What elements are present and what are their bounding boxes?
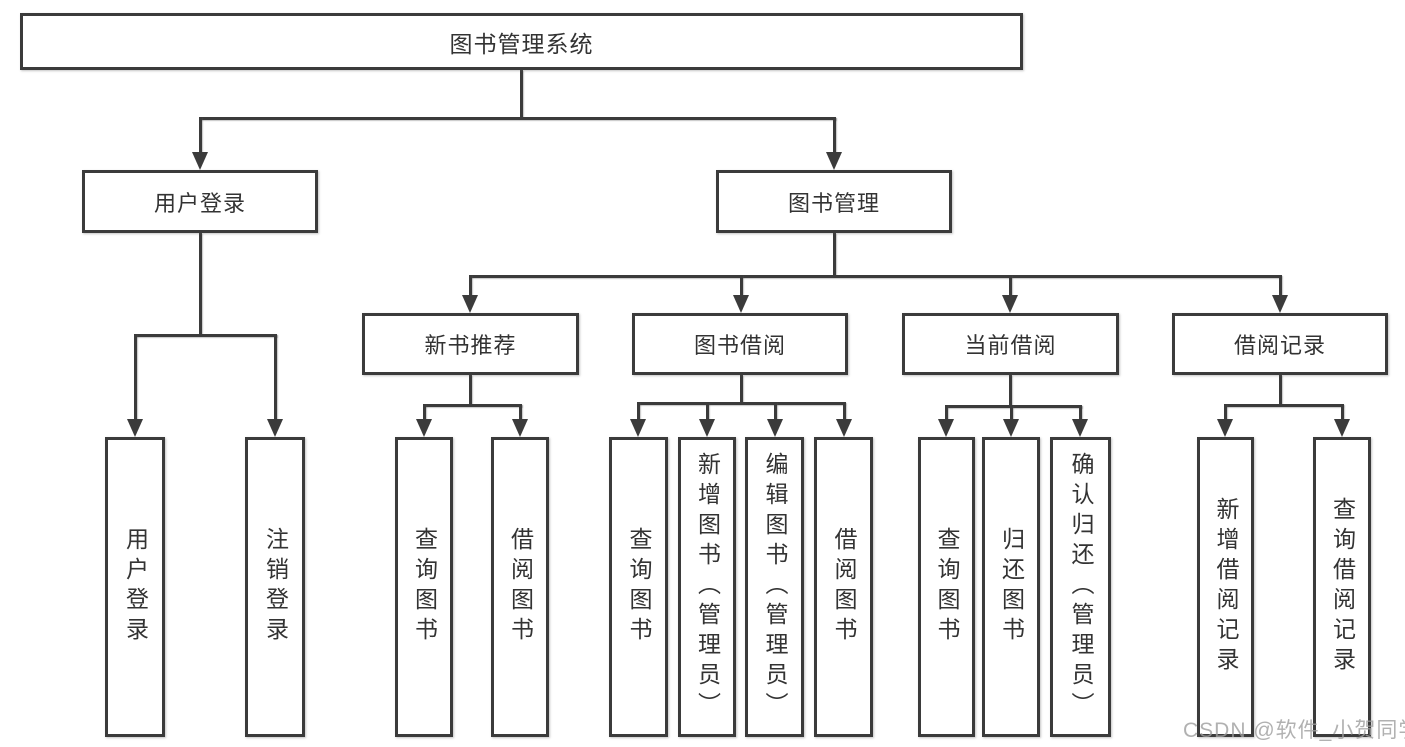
connector-line-vertical	[423, 404, 426, 419]
connector-line-vertical	[637, 402, 640, 419]
connector-line-vertical	[1079, 405, 1082, 419]
csdn-watermark: CSDN @软件_小贺同学	[1183, 719, 1405, 742]
node-root-label: 图书管理系统	[449, 30, 594, 57]
arrow-down-icon	[699, 419, 715, 437]
connector-line-vertical	[1009, 275, 1012, 295]
leaf-query-borrow-record-label: 查询借阅记录	[1329, 497, 1356, 677]
leaf-return-book-label: 归还图书	[998, 527, 1025, 647]
arrow-down-icon	[192, 152, 208, 170]
leaf-query-book-1-label: 查询图书	[411, 527, 438, 647]
arrow-down-icon	[1002, 295, 1018, 313]
connector-line-vertical	[199, 233, 202, 335]
leaf-query-book-2: 查询图书	[609, 437, 668, 737]
connector-line-vertical	[833, 117, 836, 154]
leaf-query-book-3-label: 查询图书	[934, 527, 960, 647]
leaf-logout-label: 注销登录	[262, 527, 289, 647]
node-book-borrow: 图书借阅	[632, 313, 848, 375]
connector-line-vertical	[469, 275, 472, 295]
connector-line-vertical	[740, 375, 743, 403]
arrow-down-icon	[630, 419, 646, 437]
leaf-confirm-return-admin-label: 确认归还（管理员）	[1068, 452, 1094, 722]
arrow-down-icon	[127, 419, 143, 437]
connector-line-vertical	[1010, 405, 1013, 419]
connector-line-vertical	[833, 233, 836, 276]
connector-line-horizontal	[637, 402, 845, 405]
node-new-book-recommend: 新书推荐	[362, 313, 579, 375]
arrow-down-icon	[836, 419, 852, 437]
leaf-add-borrow-record-label: 新增借阅记录	[1213, 497, 1239, 677]
leaf-edit-book-admin-label: 编辑图书（管理员）	[762, 452, 788, 722]
leaf-borrow-book-1: 借阅图书	[491, 437, 549, 737]
connector-line-vertical	[1279, 275, 1282, 295]
leaf-query-book-3: 查询图书	[918, 437, 975, 737]
connector-line-horizontal	[423, 404, 522, 407]
arrow-down-icon	[416, 419, 432, 437]
arrow-down-icon	[938, 419, 954, 437]
connector-line-horizontal	[199, 117, 836, 120]
leaf-borrow-book-1-label: 借阅图书	[507, 527, 534, 647]
leaf-query-book-2-label: 查询图书	[626, 527, 652, 647]
arrow-down-icon	[1334, 419, 1350, 437]
node-book-borrow-label: 图书借阅	[693, 333, 786, 358]
connector-line-horizontal	[945, 405, 1082, 408]
connector-line-vertical	[945, 405, 948, 419]
node-root: 图书管理系统	[20, 13, 1023, 70]
arrow-down-icon	[267, 419, 283, 437]
connector-line-vertical	[706, 402, 709, 419]
node-book-management-label: 图书管理	[787, 190, 880, 216]
arrow-down-icon	[462, 295, 478, 313]
connector-line-vertical	[774, 402, 777, 419]
arrow-down-icon	[826, 152, 842, 170]
arrow-down-icon	[1003, 419, 1019, 437]
leaf-borrow-book-2-label: 借阅图书	[831, 527, 857, 647]
connector-line-vertical	[843, 402, 846, 419]
leaf-edit-book-admin: 编辑图书（管理员）	[745, 437, 804, 737]
connector-line-vertical	[469, 375, 472, 405]
connector-line-horizontal	[469, 275, 1281, 278]
connector-line-vertical	[274, 334, 277, 419]
connector-line-vertical	[1224, 404, 1227, 419]
node-borrow-records: 借阅记录	[1172, 313, 1388, 375]
connector-line-vertical	[1009, 375, 1012, 406]
node-current-borrow: 当前借阅	[902, 313, 1119, 375]
node-book-management: 图书管理	[716, 170, 952, 233]
connector-line-horizontal	[1224, 404, 1343, 407]
leaf-query-book-1: 查询图书	[395, 437, 453, 737]
leaf-add-book-admin: 新增图书（管理员）	[678, 437, 736, 737]
leaf-borrow-book-2: 借阅图书	[814, 437, 873, 737]
connector-line-vertical	[199, 117, 202, 154]
leaf-add-book-admin-label: 新增图书（管理员）	[694, 452, 721, 722]
connector-line-horizontal	[134, 334, 277, 337]
leaf-confirm-return-admin: 确认归还（管理员）	[1050, 437, 1111, 737]
connector-line-vertical	[134, 334, 137, 419]
connector-line-vertical	[520, 70, 523, 118]
node-current-borrow-label: 当前借阅	[964, 333, 1057, 358]
arrow-down-icon	[1072, 419, 1088, 437]
arrow-down-icon	[512, 419, 528, 437]
connector-line-vertical	[519, 404, 522, 419]
node-new-book-recommend-label: 新书推荐	[424, 333, 517, 358]
leaf-query-borrow-record: 查询借阅记录	[1313, 437, 1371, 737]
arrow-down-icon	[1217, 419, 1233, 437]
leaf-user-login: 用户登录	[105, 437, 165, 737]
leaf-user-login-label: 用户登录	[122, 527, 149, 647]
connector-line-vertical	[740, 275, 743, 295]
node-borrow-records-label: 借阅记录	[1233, 333, 1326, 358]
leaf-return-book: 归还图书	[982, 437, 1040, 737]
arrow-down-icon	[767, 419, 783, 437]
node-user-login-label: 用户登录	[153, 190, 246, 216]
connector-line-vertical	[1279, 375, 1282, 405]
leaf-add-borrow-record: 新增借阅记录	[1197, 437, 1254, 737]
leaf-logout: 注销登录	[245, 437, 305, 737]
arrow-down-icon	[1272, 295, 1288, 313]
connector-line-vertical	[1341, 404, 1344, 419]
node-user-login: 用户登录	[82, 170, 318, 233]
arrow-down-icon	[733, 295, 749, 313]
